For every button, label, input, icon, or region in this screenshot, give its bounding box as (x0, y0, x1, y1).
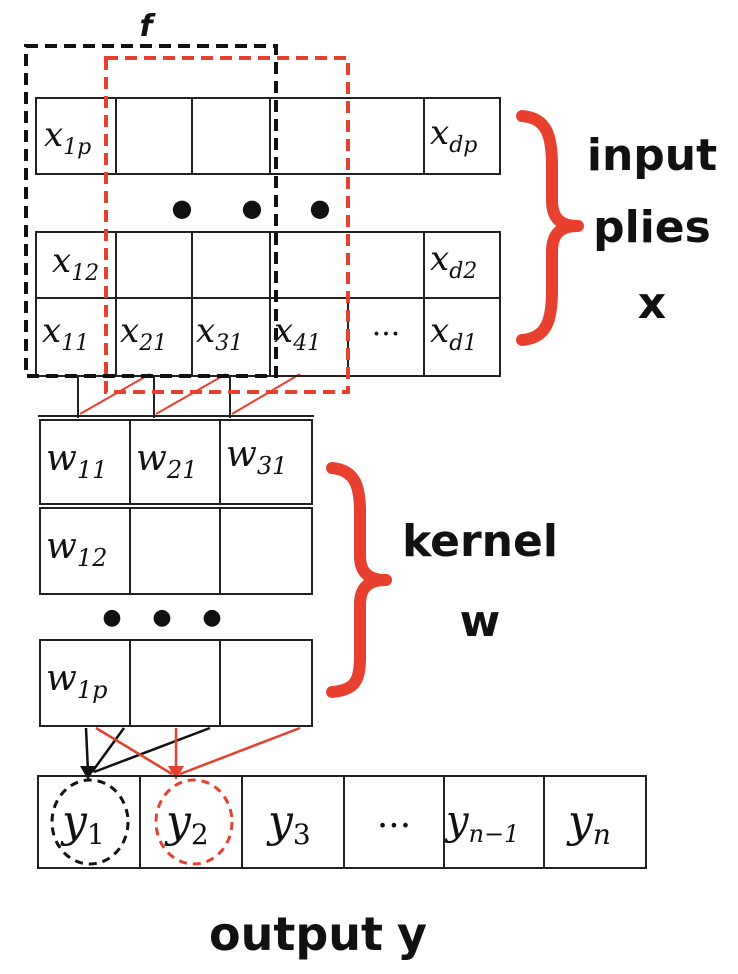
kernel-cell-w-31: w31 (226, 434, 287, 480)
input-label-line2: plies (593, 202, 711, 253)
kernel-cell-w-11: w11 (46, 438, 107, 484)
output-cell-y2: y2 (164, 796, 209, 851)
kernel-to-output-connectors (80, 726, 301, 780)
kernel-grid (39, 419, 313, 727)
input-cell-x-41: x41 (274, 311, 321, 356)
input-dot-3: ● (310, 194, 331, 222)
input-label-line1: input (587, 130, 717, 181)
input-cell-x-12: x12 (52, 241, 99, 286)
output-y2-highlight (154, 778, 234, 866)
output-cell-y1: y1 (60, 796, 105, 851)
input-cell-x-d2: xd2 (430, 239, 477, 284)
input-row-ellipsis: ··· (372, 317, 401, 352)
kernel-brace (326, 462, 392, 698)
input-cell-x-31: x31 (196, 311, 243, 356)
kernel-vertical-dots: ● ● ● (102, 605, 221, 630)
kernel-cell-labels: w11 w21 w31 w12 w1p (46, 434, 287, 704)
output-cell-yn: yn (566, 796, 611, 851)
output-cell-yn-1: yn−1 (444, 798, 519, 848)
input-cell-x-11: x11 (42, 311, 89, 356)
kernel-dot-1: ● (102, 605, 121, 630)
output-y1-highlight (50, 778, 130, 866)
filter-label: f (139, 9, 156, 44)
kernel-row-p-frame (39, 639, 313, 727)
input-vertical-dots: ● ● ● (172, 194, 331, 222)
kernel-dot-3: ● (202, 605, 221, 630)
input-dot-2: ● (242, 194, 263, 222)
input-cell-x-21: x21 (120, 311, 167, 356)
output-cell-labels: y1 y2 y3 ··· yn−1 yn (60, 796, 611, 851)
output-ellipsis: ··· (377, 806, 411, 847)
input-grid (35, 97, 501, 377)
input-row-1-frame (35, 297, 501, 377)
input-cell-x-d1: xd1 (430, 311, 477, 356)
output-row-frame (37, 775, 647, 869)
kernel-label-line1: kernel (402, 516, 558, 567)
kernel-cell-w-21: w21 (136, 438, 197, 484)
filter-windows (24, 44, 350, 394)
input-label-line3: x (638, 278, 666, 329)
filter-window-next (104, 56, 350, 394)
input-cell-x-dp: xdp (430, 113, 477, 158)
input-cell-x-1p: x1p (44, 115, 91, 160)
filter-window-current (24, 44, 278, 378)
kernel-label-line2: w (460, 596, 501, 647)
input-to-kernel-connectors (38, 373, 314, 418)
output-grid (37, 775, 647, 869)
kernel-row-1-frame (39, 419, 313, 505)
kernel-dot-2: ● (152, 605, 171, 630)
kernel-cell-w-1p: w1p (46, 658, 107, 704)
input-cell-labels: x1p xdp x12 xd2 x11 x21 x31 x41 ··· xd1 (42, 113, 477, 356)
input-brace (516, 110, 584, 346)
output-cell-y3: y3 (266, 796, 311, 851)
kernel-cell-w-12: w12 (46, 526, 107, 572)
input-dot-1: ● (172, 194, 193, 222)
input-row-p-frame (35, 97, 501, 175)
kernel-row-2-frame (39, 507, 313, 595)
